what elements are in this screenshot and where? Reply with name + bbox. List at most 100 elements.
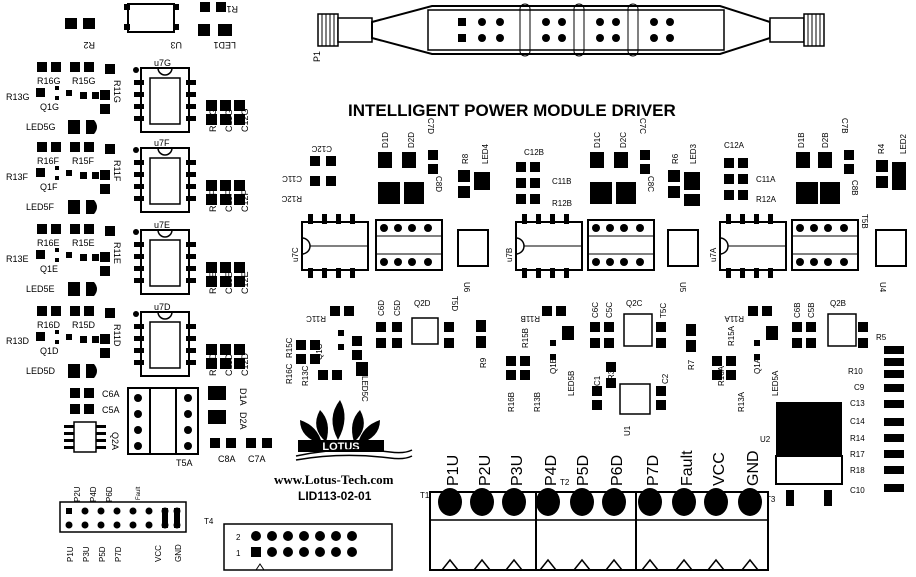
term-label-fault: Fault — [679, 450, 696, 486]
label-r12a: R12A — [756, 195, 777, 204]
label-led5: LED5F — [26, 202, 55, 212]
label-c7d: C7D — [426, 118, 435, 134]
label-r11: R11D — [112, 324, 122, 347]
label-r11a: R11A — [724, 314, 744, 323]
label-u6: U6 — [462, 282, 471, 293]
label-r13: R13F — [6, 172, 29, 182]
label-t3: T3 — [766, 495, 776, 504]
label-r13a: R13A — [737, 391, 746, 412]
label-ic: u7F — [154, 138, 170, 148]
label-r9: R9 — [479, 357, 488, 368]
label-c12a: C12A — [724, 141, 745, 150]
label-c12b: C12B — [524, 148, 544, 157]
u2-regulator — [775, 402, 843, 506]
label-u2: U2 — [760, 435, 771, 444]
label-led5: LED5G — [26, 122, 56, 132]
label-r15c: R15C — [285, 337, 294, 358]
label-t5c: T5C — [659, 303, 668, 318]
label-d2c: D2C — [619, 132, 628, 148]
label-q2a: Q2A — [110, 432, 120, 450]
label-ic: u7D — [154, 302, 171, 312]
label-c9: C9 — [854, 383, 865, 392]
r2-pad — [65, 18, 95, 29]
label-q1b: Q1B — [549, 358, 558, 374]
label-c5c: C5C — [605, 302, 614, 318]
label-r15b: R15B — [521, 328, 530, 348]
label-ic: u7G — [154, 58, 171, 68]
u5-package — [667, 229, 699, 267]
q2c-package — [623, 313, 653, 347]
label-c6b: C6B — [793, 302, 802, 318]
label-c7c: C7C — [638, 118, 647, 134]
label-led5: LED5E — [26, 284, 55, 294]
label-r11b: R11B — [521, 314, 540, 323]
label-r12b: R12B — [552, 199, 572, 208]
label-c6d: C6D — [377, 300, 386, 316]
bottom-left-parts: C6A C5A Q2A D1A D2A T5A C8A C7A — [64, 386, 272, 468]
label-r16c: R16C — [285, 363, 294, 384]
u7c-ic — [301, 214, 369, 278]
u7a-ic — [719, 214, 787, 278]
right-column: R5 R10 C9 C13 C14 R14 R17 R18 C10 U2 — [760, 333, 904, 506]
label-d1a: D1A — [238, 388, 248, 406]
label-r7: R7 — [687, 359, 696, 370]
label-p4d: P4D — [89, 486, 98, 502]
t5b-transformer — [791, 219, 859, 271]
label-r3: R3 — [607, 369, 616, 380]
label-t2: T2 — [560, 478, 570, 487]
label-d1c: D1C — [593, 132, 602, 148]
label-u5: U5 — [678, 282, 687, 293]
label-t5a: T5A — [176, 458, 193, 468]
label-r13: R13G — [6, 92, 30, 102]
label-led4: LED4 — [481, 143, 490, 164]
term-label-vcc: VCC — [711, 452, 728, 486]
term-label-p2u: P2U — [477, 455, 494, 486]
q2a-package — [64, 421, 106, 453]
u7b-ic — [515, 214, 583, 278]
label-q2d: Q2D — [414, 299, 431, 308]
t4-header: T4 2 1 — [204, 517, 393, 571]
label-c5a: C5A — [102, 405, 120, 415]
label-d1b: D1B — [797, 132, 806, 148]
label-r15: R15D — [72, 320, 96, 330]
label-led5a: LED5A — [771, 370, 780, 396]
label-r16b: R16B — [507, 392, 516, 412]
label-p1u: P1U — [66, 546, 75, 562]
u1-package — [619, 383, 651, 415]
label-p5d: P5D — [98, 546, 107, 562]
label-r13: R13E — [6, 254, 29, 264]
label-q1a: Q1A — [753, 357, 762, 374]
term-label-p7d: P7D — [645, 455, 662, 486]
label-c6c: C6C — [591, 302, 600, 318]
label-led5: LED5D — [26, 366, 56, 376]
label-u7c: u7C — [291, 247, 300, 262]
label-pin1: 1 — [236, 549, 241, 558]
label-ic: u7E — [154, 220, 170, 230]
label-r18: R18 — [850, 466, 865, 475]
term-label-gnd: GND — [745, 450, 762, 486]
label-c10: C10 — [850, 486, 865, 495]
label-led5b: LED5B — [567, 371, 576, 396]
label-c7a: C7A — [248, 454, 266, 464]
label-q2c: Q2C — [626, 299, 643, 308]
r1-pad — [200, 2, 226, 12]
label-r10: R10 — [848, 367, 863, 376]
label-r15: R15F — [72, 156, 95, 166]
label-d2a: D2A — [238, 412, 248, 430]
label-c14: C14 — [850, 417, 865, 426]
label-r14: R14 — [850, 434, 865, 443]
label-d1d: D1D — [381, 132, 390, 148]
label-led3: LED3 — [689, 143, 698, 164]
label-vcc: VCC — [154, 545, 163, 562]
u3-package — [124, 3, 179, 33]
led1-pad — [198, 24, 232, 36]
label-q1: Q1D — [40, 346, 59, 356]
label-q1c: Q1C — [315, 343, 324, 360]
label-p6d: P6D — [105, 486, 114, 502]
label-t1: T1 — [420, 491, 430, 500]
label-r11: R11G — [112, 80, 122, 103]
label-c5b: C5B — [807, 302, 816, 318]
t5a-transformer — [127, 387, 199, 455]
label-c13: C13 — [850, 399, 865, 408]
term-label-p4d: P4D — [543, 455, 560, 486]
